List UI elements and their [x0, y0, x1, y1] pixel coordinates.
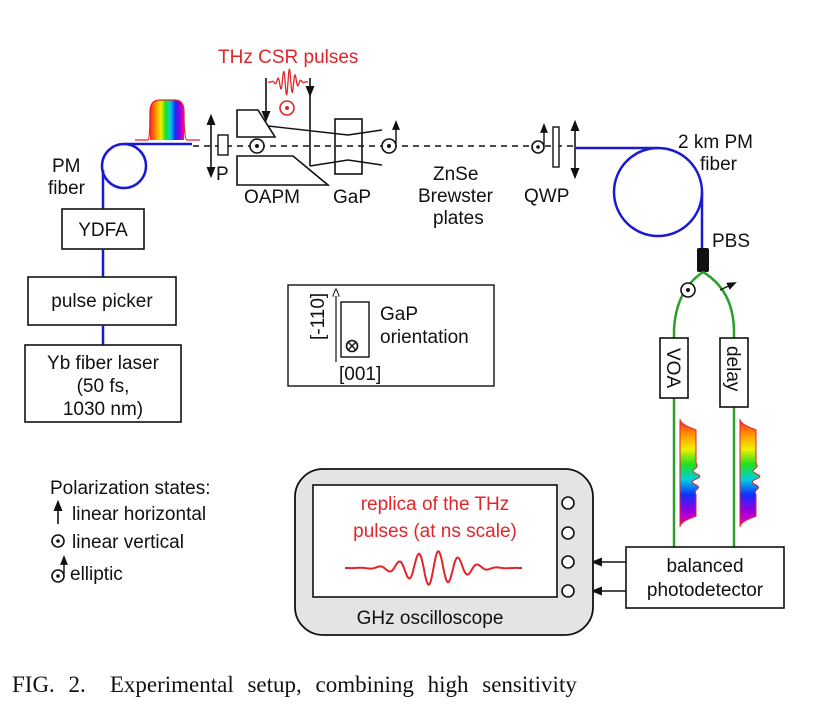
qwp-label: QWP	[524, 186, 569, 207]
output-fiber-delay	[702, 270, 736, 549]
legend-item-elliptic: elliptic	[70, 564, 123, 585]
polarizer-label: P	[216, 164, 229, 185]
thz-ray-upper	[267, 125, 349, 136]
laser-label-1: Yb fiber laser	[47, 353, 160, 374]
gap-orientation-label-2: orientation	[380, 327, 469, 348]
pulse-picker-label: pulse picker	[51, 291, 153, 312]
axis-horizontal-label: [001]	[339, 364, 381, 385]
delay-label: delay	[722, 346, 743, 392]
polarization-legend: Polarization states: linear horizontal l…	[50, 478, 211, 585]
legend-item-linear-horizontal: linear horizontal	[72, 504, 206, 525]
delay-box	[719, 337, 749, 408]
pulse-spectrum-outline	[135, 99, 200, 141]
polarization-dot	[56, 539, 60, 543]
caption-text: Experimental setup, combining high sensi…	[109, 672, 577, 697]
thz-ray-lower-out	[347, 159, 383, 166]
quarter-wave-plate	[552, 126, 560, 168]
oapm-upper	[236, 109, 277, 138]
pulse-spectrum-icon	[150, 100, 184, 140]
thz-ray-lower	[309, 159, 349, 167]
gap-label: GaP	[333, 187, 371, 208]
detector-label-1: balanced	[666, 556, 743, 577]
delay-pulse-spectrum-icon	[739, 418, 761, 528]
balanced-photodetector-box	[625, 546, 785, 609]
legend-item-linear-vertical: linear vertical	[72, 532, 184, 553]
pm-fiber-label-1: PM	[52, 156, 81, 177]
oapm-label: OAPM	[244, 187, 300, 208]
scope-knob-2	[561, 526, 575, 540]
polarization-dot	[387, 144, 391, 148]
oscilloscope-waveform	[345, 550, 522, 586]
figure-number: FIG. 2.	[12, 672, 86, 697]
thz-pulse-waveform	[268, 68, 308, 96]
linear-horizontal-polarization-icon-delay	[719, 282, 737, 291]
thz-ray-upper-out	[347, 129, 383, 136]
polarization-dot	[56, 574, 60, 578]
yb-fiber-laser-box	[24, 344, 182, 423]
scope-knob-1	[561, 496, 575, 510]
polarization-dot	[686, 288, 690, 292]
voa-box	[659, 337, 689, 399]
screen-text-1: replica of the THz	[361, 494, 510, 515]
gap-orientation-inset	[287, 284, 495, 387]
axis-vertical-label: [-110]	[308, 293, 329, 340]
long-fiber-label-2: fiber	[700, 154, 738, 175]
scope-knob-4	[561, 584, 575, 598]
polarization-dot	[255, 144, 259, 148]
ydfa-box	[61, 208, 145, 250]
pm-fiber-label-2: fiber	[48, 178, 86, 199]
polarization-dot	[536, 145, 540, 149]
ydfa-label: YDFA	[78, 220, 128, 241]
detector-label-2: photodetector	[647, 580, 764, 601]
pulse-picker-box	[27, 276, 177, 326]
znse-label-2: Brewster	[418, 186, 494, 207]
polarizing-beam-splitter	[697, 248, 709, 272]
long-fiber-label-1: 2 km PM	[678, 132, 753, 153]
gap-crystal	[334, 118, 363, 175]
figure-caption: FIG. 2. Experimental setup, combining hig…	[12, 672, 822, 698]
legend-title: Polarization states:	[50, 478, 211, 499]
oapm-lower	[236, 155, 331, 186]
znse-label-1: ZnSe	[433, 164, 478, 185]
polarizer	[217, 134, 229, 156]
output-fiber-voa	[672, 270, 704, 549]
laser-label-2: (50 fs,	[77, 376, 130, 397]
gap-orientation-label-1: GaP	[380, 304, 418, 325]
thz-csr-title: THz CSR pulses	[218, 47, 358, 68]
screen-text-2: pulses (at ns scale)	[353, 521, 517, 542]
cross-mark	[348, 342, 356, 350]
znse-label-3: plates	[433, 208, 484, 229]
oscilloscope-screen	[312, 484, 558, 598]
pm-fiber-loop	[100, 142, 148, 190]
pbs-label: PBS	[712, 231, 750, 252]
scope-knob-3	[561, 555, 575, 569]
voa-label: VOA	[662, 348, 683, 388]
long-pm-fiber-loop	[612, 146, 704, 238]
voa-pulse-spectrum-icon	[679, 418, 701, 528]
thz-polarization-vertical-icon	[279, 100, 295, 116]
oscilloscope-label: GHz oscilloscope	[357, 608, 504, 629]
laser-label-3: 1030 nm)	[63, 399, 143, 420]
thz-polarization-dot	[285, 106, 289, 110]
